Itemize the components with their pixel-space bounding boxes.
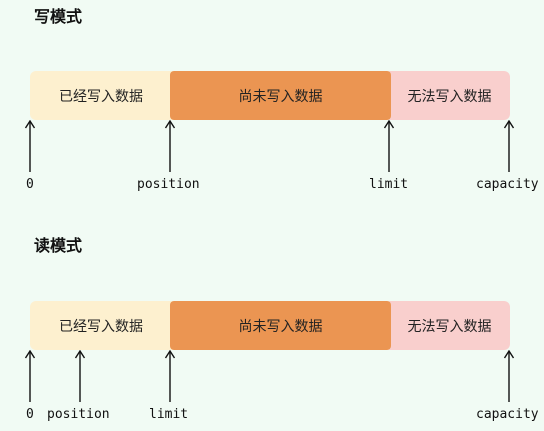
read-limit-label: limit: [149, 407, 189, 422]
read-unwritten-segment: 尚未写入数据: [170, 301, 391, 350]
read-zero-arrow-icon: [24, 350, 36, 402]
read-capacity-label: capacity: [476, 407, 539, 422]
read-written-segment: 已经写入数据: [30, 301, 172, 350]
write-zero-arrow-icon: [24, 120, 36, 172]
write-unwritten-segment: 尚未写入数据: [170, 71, 391, 120]
write-position-label: position: [137, 177, 200, 192]
read-free-segment: 无法写入数据: [389, 301, 510, 350]
read-mode-title: 读模式: [34, 236, 83, 255]
write-capacity-arrow-icon: [503, 120, 515, 172]
write-free-segment: 无法写入数据: [389, 71, 510, 120]
read-capacity-arrow-icon: [503, 350, 515, 402]
read-zero-label: 0: [26, 407, 34, 422]
read-position-arrow-icon: [74, 350, 86, 402]
read-limit-arrow-icon: [164, 350, 176, 402]
write-mode-title: 写模式: [34, 7, 83, 26]
read-position-label: position: [47, 407, 110, 422]
write-limit-label: limit: [369, 177, 409, 192]
write-limit-arrow-icon: [383, 120, 395, 172]
write-position-arrow-icon: [164, 120, 176, 172]
write-capacity-label: capacity: [476, 177, 539, 192]
write-written-segment: 已经写入数据: [30, 71, 172, 120]
write-zero-label: 0: [26, 177, 34, 192]
